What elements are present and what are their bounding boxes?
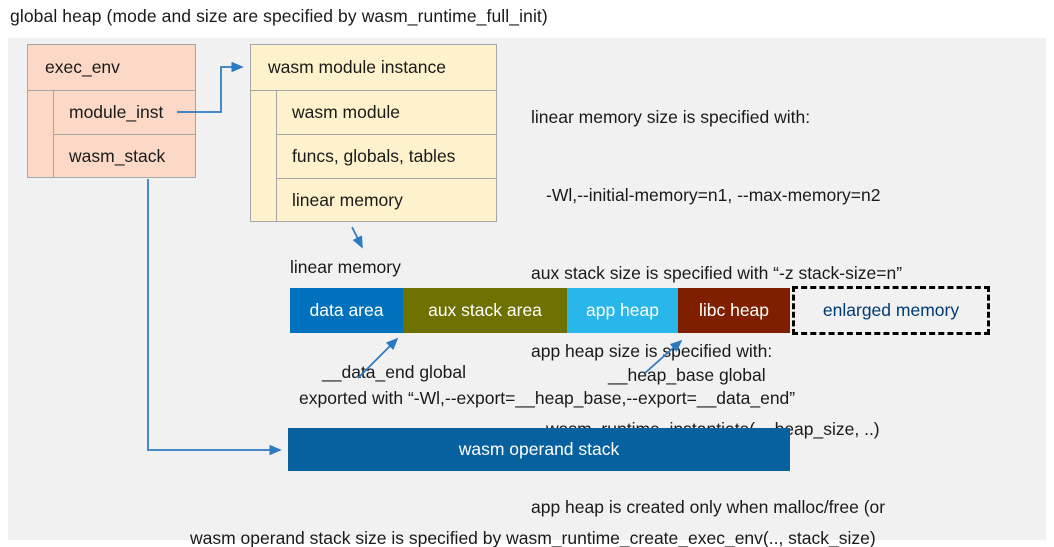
- heap-base-global-label: __heap_base global: [608, 365, 766, 385]
- linear-memory-bar: data area aux stack area app heap libc h…: [290, 288, 790, 333]
- exec-env-header: exec_env: [28, 45, 195, 91]
- exec-env-row-module-inst: module_inst: [54, 91, 195, 135]
- segment-enlarged-memory: enlarged memory: [792, 286, 990, 335]
- note-line: wasm operand stack size is specified by …: [190, 528, 876, 547]
- exported-with-label: exported with “-Wl,--export=__heap_base,…: [299, 388, 796, 408]
- exec-env-rows: module_inst wasm_stack: [53, 91, 195, 178]
- module-instance-row-funcs-globals-tables: funcs, globals, tables: [277, 135, 496, 179]
- module-instance-rows: wasm module funcs, globals, tables linea…: [276, 91, 496, 222]
- linear-memory-label: linear memory: [290, 257, 401, 277]
- note-line: aux stack size is specified with “-z sta…: [531, 263, 903, 283]
- exec-env-box: exec_env module_inst wasm_stack: [27, 44, 196, 178]
- diagram-title: global heap (mode and size are specified…: [10, 6, 548, 26]
- data-end-global-label: __data_end global: [322, 362, 467, 382]
- note-line: app heap size is specified with:: [531, 341, 773, 361]
- note-line: -Wl,--initial-memory=n1, --max-memory=n2: [546, 185, 881, 205]
- operand-stack-notes: wasm operand stack size is specified by …: [190, 481, 876, 547]
- module-instance-box: wasm module instance wasm module funcs, …: [250, 44, 497, 222]
- wasm-operand-stack-bar: wasm operand stack: [288, 428, 790, 471]
- module-instance-row-linear-memory: linear memory: [292, 190, 403, 210]
- note-line: app heap is created only when malloc/fre…: [531, 497, 886, 517]
- segment-aux-stack-area: aux stack area: [403, 288, 567, 333]
- segment-data-area: data area: [290, 288, 403, 333]
- exec-env-row-wasm-stack: wasm_stack: [69, 146, 166, 166]
- note-line: linear memory size is specified with:: [531, 107, 811, 127]
- segment-libc-heap: libc heap: [678, 288, 790, 333]
- segment-app-heap: app heap: [567, 288, 678, 333]
- module-instance-header: wasm module instance: [251, 45, 496, 91]
- module-instance-row-wasm-module: wasm module: [277, 91, 496, 135]
